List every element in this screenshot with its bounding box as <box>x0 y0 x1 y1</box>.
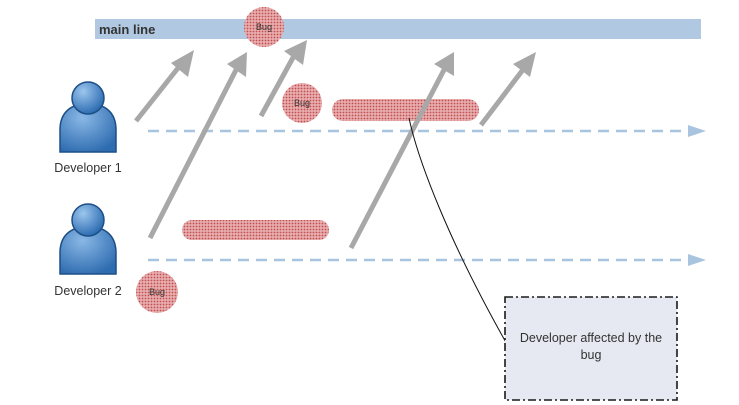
bug-marker-developer-1: Bug <box>282 83 322 123</box>
main-line-label: main line <box>99 22 155 37</box>
merge-arrow <box>348 52 454 250</box>
developer-1-label: Developer 1 <box>54 161 121 175</box>
svg-text:Bug: Bug <box>149 287 165 297</box>
developer-2-icon <box>59 203 117 275</box>
bug-period-developer-2 <box>182 220 329 240</box>
merge-arrow <box>147 52 247 240</box>
merge-arrow <box>258 40 307 118</box>
main-line-bar <box>95 19 701 39</box>
developer-2-branch <box>148 254 706 266</box>
callout-connector <box>408 117 509 347</box>
developer-1-icon <box>59 81 117 153</box>
merge-arrow <box>479 52 536 127</box>
svg-text:Bug: Bug <box>256 22 272 32</box>
svg-text:Bug: Bug <box>294 98 310 108</box>
developer-2-label: Developer 2 <box>54 284 121 298</box>
callout-text: Developer affected by the bug <box>519 331 663 362</box>
bug-marker-main-line: Bug <box>244 7 284 47</box>
merge-arrow <box>134 50 194 123</box>
developer-1-branch <box>148 125 706 137</box>
callout-box <box>504 296 678 401</box>
bug-marker-developer-2: Bug <box>136 271 178 313</box>
bug-period-developer-1 <box>332 99 479 121</box>
